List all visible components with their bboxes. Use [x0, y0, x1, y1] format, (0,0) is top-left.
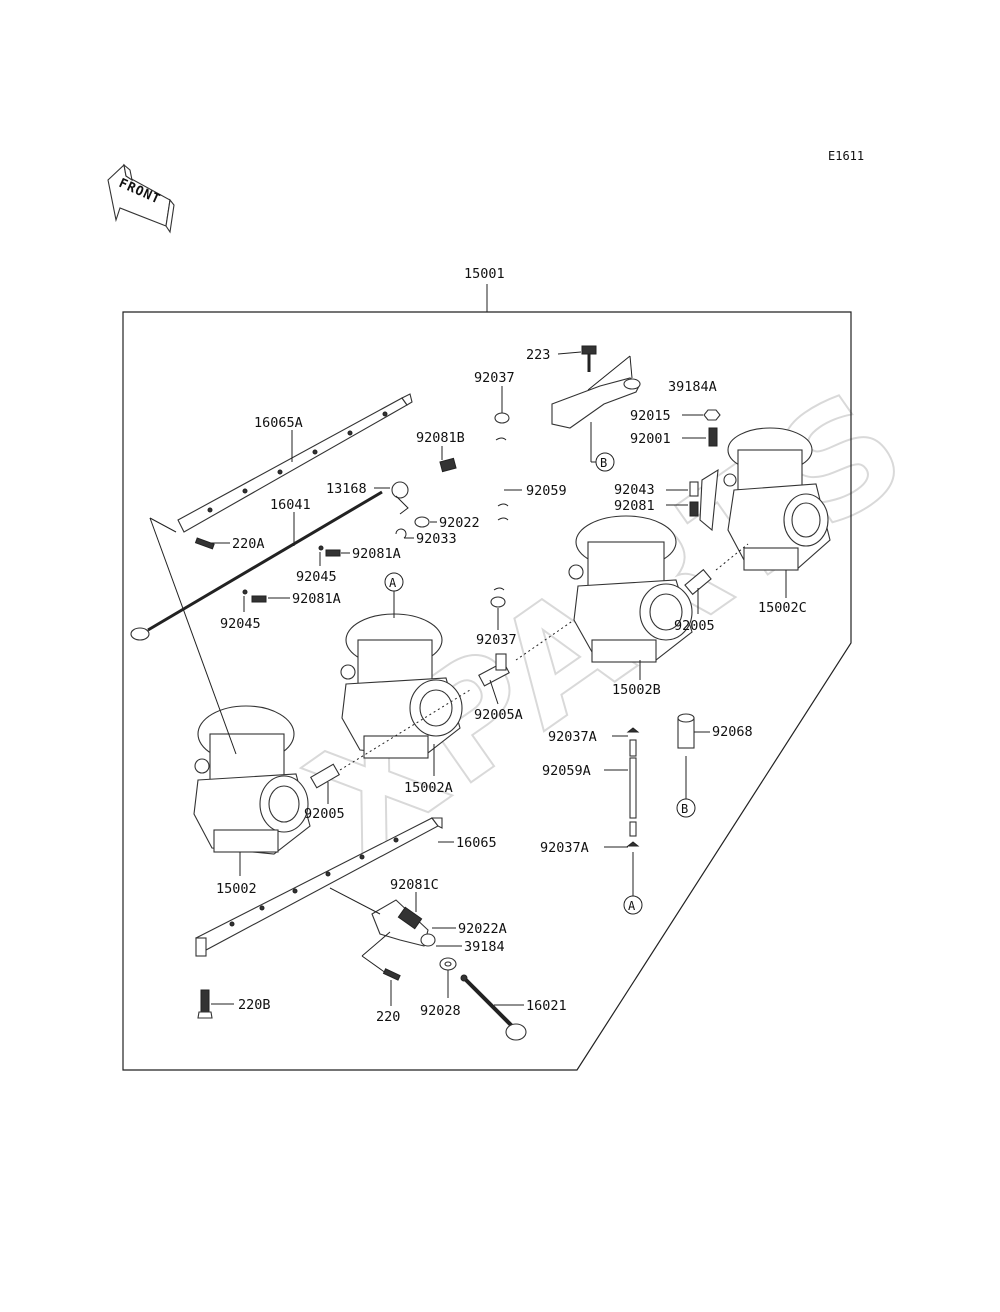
part-label: 92081C — [390, 877, 439, 893]
carburetor-15002 — [193, 705, 311, 855]
part-label: 39184 — [464, 939, 505, 955]
lever-13168 — [391, 481, 409, 515]
part-label: 92059A — [542, 763, 591, 779]
joint-92005a — [478, 653, 510, 687]
part-label: 220A — [232, 536, 265, 552]
screw-220a — [194, 537, 215, 550]
part-label: 92081A — [352, 546, 401, 562]
part-label: 16041 — [270, 497, 311, 513]
part-label: 92022 — [439, 515, 480, 531]
part-label: 92015 — [630, 408, 671, 424]
washer-92028 — [439, 957, 457, 971]
assembly-boundary — [122, 311, 852, 1071]
svg-text:A: A — [389, 576, 397, 590]
part-label: 39184A — [668, 379, 717, 395]
part-label: 15002 — [216, 881, 257, 897]
tubes-92059a — [626, 727, 640, 847]
ref-circle-a-mid: A — [384, 572, 404, 618]
rail-16065a — [177, 393, 413, 533]
part-label: 92005A — [474, 707, 523, 723]
part-label: 92081 — [614, 498, 655, 514]
part-label: 92037A — [540, 840, 589, 856]
part-label: 92028 — [420, 1003, 461, 1019]
part-label: 92005 — [674, 618, 715, 634]
part-label: 92045 — [296, 569, 337, 585]
bracket-39184 — [371, 899, 436, 947]
part-label: 15002A — [404, 780, 453, 796]
sleeve-92068 — [677, 713, 695, 749]
part-label: 13168 — [326, 481, 367, 497]
carburetor-15002b — [568, 515, 693, 663]
assembly-number: 15001 — [464, 266, 505, 282]
part-label: 16065 — [456, 835, 497, 851]
carburetor-15002c — [723, 427, 831, 571]
diagram-code: E1611 — [828, 149, 864, 163]
screw-220 — [382, 968, 401, 981]
connection-lines — [149, 517, 749, 771]
joint-92005-right — [684, 568, 712, 596]
joint-92005-left — [309, 763, 341, 789]
part-label: 92001 — [630, 431, 671, 447]
part-label: 16021 — [526, 998, 567, 1014]
nut-92015 — [703, 409, 721, 421]
part-label: 92081B — [416, 430, 465, 446]
screw-16021 — [460, 974, 527, 1041]
hose-92059-upper — [490, 412, 510, 608]
part-label: 92045 — [220, 616, 261, 632]
part-label: 92033 — [416, 531, 457, 547]
part-label: 15002B — [612, 682, 661, 698]
ref-circle-a-lower: A — [623, 852, 643, 915]
svg-text:B: B — [600, 456, 607, 470]
part-label: 15002C — [758, 600, 807, 616]
part-label: 16065A — [254, 415, 303, 431]
part-label: 220 — [376, 1009, 400, 1025]
ref-circle-b-lower: B — [676, 756, 696, 818]
part-label: 92043 — [614, 482, 655, 498]
leader-lines — [210, 351, 787, 1006]
rail-16065 — [195, 817, 443, 957]
part-label: 92022A — [458, 921, 507, 937]
part-label: 92059 — [526, 483, 567, 499]
front-arrow-icon: FRONT — [107, 163, 175, 234]
part-label: 92037 — [474, 370, 515, 386]
svg-text:A: A — [628, 899, 636, 913]
washer-92022 — [414, 516, 430, 528]
part-label: 223 — [526, 347, 550, 363]
part-label: 92068 — [712, 724, 753, 740]
svg-text:B: B — [681, 802, 688, 816]
shaft-16041 — [130, 490, 383, 641]
springs-small — [242, 457, 457, 603]
carburetor-15002a — [340, 613, 463, 759]
clip-92033 — [395, 528, 407, 539]
part-label: 220B — [238, 997, 271, 1013]
part-labels: 223 92037 39184A 92015 92001 16065A 9208… — [216, 347, 807, 1025]
part-label: 92005 — [304, 806, 345, 822]
bracket-39184a — [551, 345, 641, 429]
part-label: 92081A — [292, 591, 341, 607]
spring-92001 — [708, 427, 718, 447]
screw-220b — [197, 989, 213, 1019]
ref-circle-b-upper: B — [590, 422, 615, 472]
part-label: 92037 — [476, 632, 517, 648]
part-label: 92037A — [548, 729, 597, 745]
pin-92043 — [689, 468, 719, 532]
